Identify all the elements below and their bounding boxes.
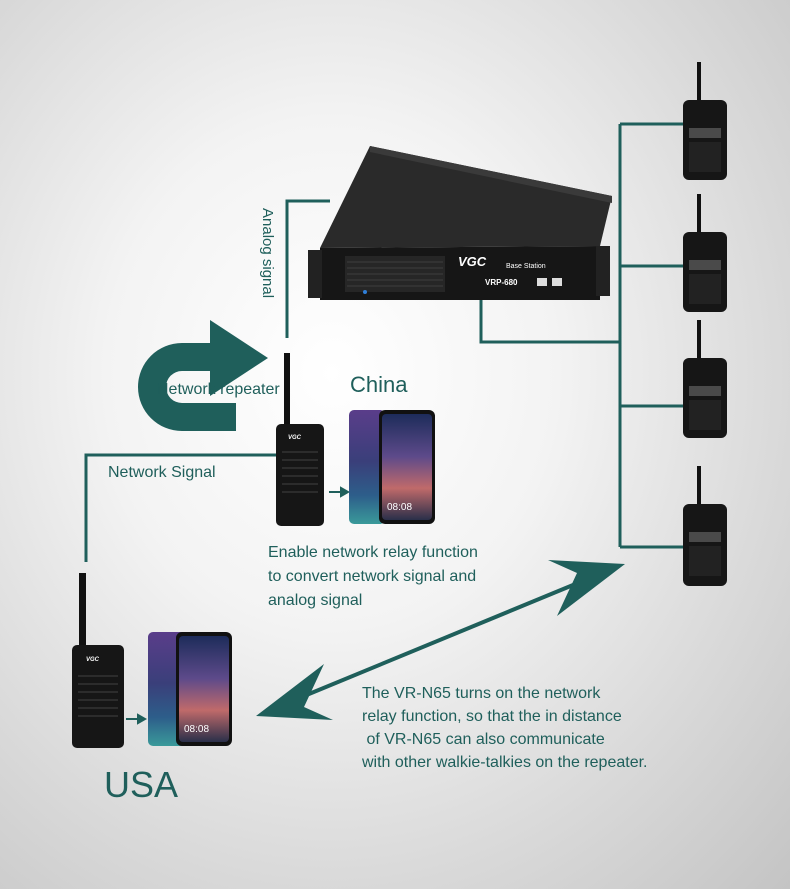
relay-note: Enable network relay function to convert… <box>268 541 528 613</box>
connection-lines <box>84 122 683 562</box>
double-headed-arrow-icon <box>256 560 625 720</box>
description-line: of VR-N65 can also communicate <box>362 731 605 748</box>
port-2 <box>552 278 562 286</box>
station-model: VRP-680 <box>485 278 518 287</box>
usa-device-group <box>72 573 232 748</box>
station-to-bus-line <box>479 298 620 344</box>
network-signal-line <box>84 453 278 562</box>
usa-label: USA <box>104 764 179 805</box>
small-arrow-icon <box>126 713 148 725</box>
base-station <box>308 146 612 300</box>
analog-signal-label: Analog signal <box>259 208 276 299</box>
station-brand-logo: VGC <box>458 254 487 269</box>
china-radio-logo: VGC <box>288 435 302 441</box>
description-line: The VR-N65 turns on the network <box>362 685 601 702</box>
china-device-group <box>276 353 435 526</box>
description-line: with other walkie-talkies on the repeate… <box>362 754 648 771</box>
description-text: The VR-N65 turns on the network relay fu… <box>362 682 702 774</box>
radio-3 <box>683 320 727 438</box>
description-line: relay function, so that the in distance <box>362 708 622 725</box>
usa-phone-clock: 08:08 <box>184 724 210 735</box>
china-radio <box>276 353 324 526</box>
relay-note-line: to convert network signal and <box>268 568 477 585</box>
radio-2 <box>683 194 727 312</box>
network-repeater-label: Network repeater <box>157 381 280 398</box>
china-phone-clock: 08:08 <box>387 502 413 513</box>
china-label: China <box>350 372 408 397</box>
usa-phones <box>148 632 232 746</box>
relay-note-line: Enable network relay function <box>268 544 478 561</box>
usa-radio <box>72 573 124 748</box>
network-signal-label: Network Signal <box>108 464 216 481</box>
station-subtitle: Base Station <box>506 263 546 270</box>
small-arrow-icon <box>329 486 351 498</box>
radio-4 <box>683 466 727 586</box>
analog-line <box>285 199 330 338</box>
port-1 <box>537 278 547 286</box>
curved-arrow-icon <box>138 320 268 431</box>
radio-group <box>683 62 727 586</box>
radio-1 <box>683 62 727 180</box>
china-phones <box>349 410 435 524</box>
relay-note-line: analog signal <box>268 592 363 609</box>
usa-radio-logo: VGC <box>86 657 100 663</box>
